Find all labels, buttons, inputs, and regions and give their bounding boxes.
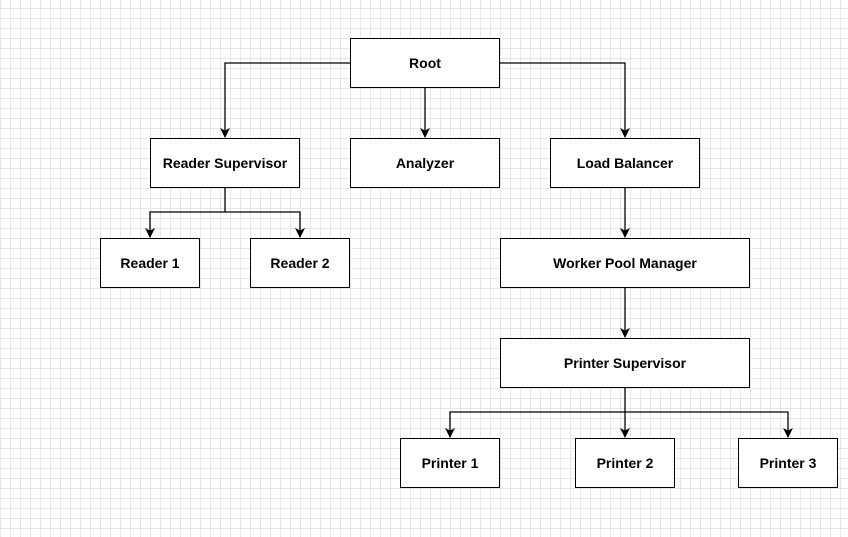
- node-printer-3[interactable]: Printer 3: [738, 438, 838, 488]
- node-analyzer[interactable]: Analyzer: [350, 138, 500, 188]
- edge-printer-supervisor-printer-3: [625, 411, 793, 438]
- edge-reader-supervisor-reader-2: [225, 211, 305, 238]
- node-printer-supervisor-label: Printer Supervisor: [563, 355, 687, 371]
- node-root-label: Root: [409, 55, 441, 71]
- node-printer-supervisor[interactable]: Printer Supervisor: [500, 338, 750, 388]
- node-load-balancer-label: Load Balancer: [576, 155, 674, 171]
- node-reader-1[interactable]: Reader 1: [100, 238, 200, 288]
- node-printer-3-label: Printer 3: [759, 455, 817, 471]
- node-worker-pool-manager[interactable]: Worker Pool Manager: [500, 238, 750, 288]
- node-root[interactable]: Root: [350, 38, 500, 88]
- node-reader-2-label: Reader 2: [270, 255, 330, 271]
- edge-root-reader-supervisor: [220, 62, 350, 138]
- node-reader-supervisor-label: Reader Supervisor: [162, 155, 288, 171]
- node-reader-supervisor[interactable]: Reader Supervisor: [150, 138, 300, 188]
- node-printer-1-label: Printer 1: [421, 455, 479, 471]
- node-worker-pool-manager-label: Worker Pool Manager: [553, 255, 697, 271]
- node-analyzer-label: Analyzer: [395, 155, 455, 171]
- edge-root-load-balancer: [500, 62, 630, 138]
- node-reader-2[interactable]: Reader 2: [250, 238, 350, 288]
- node-printer-1[interactable]: Printer 1: [400, 438, 500, 488]
- node-printer-2-label: Printer 2: [596, 455, 654, 471]
- edge-reader-supervisor-reader-1: [145, 211, 225, 238]
- edge-printer-supervisor-printer-1: [445, 411, 625, 438]
- node-printer-2[interactable]: Printer 2: [575, 438, 675, 488]
- node-reader-1-label: Reader 1: [120, 255, 180, 271]
- node-load-balancer[interactable]: Load Balancer: [550, 138, 700, 188]
